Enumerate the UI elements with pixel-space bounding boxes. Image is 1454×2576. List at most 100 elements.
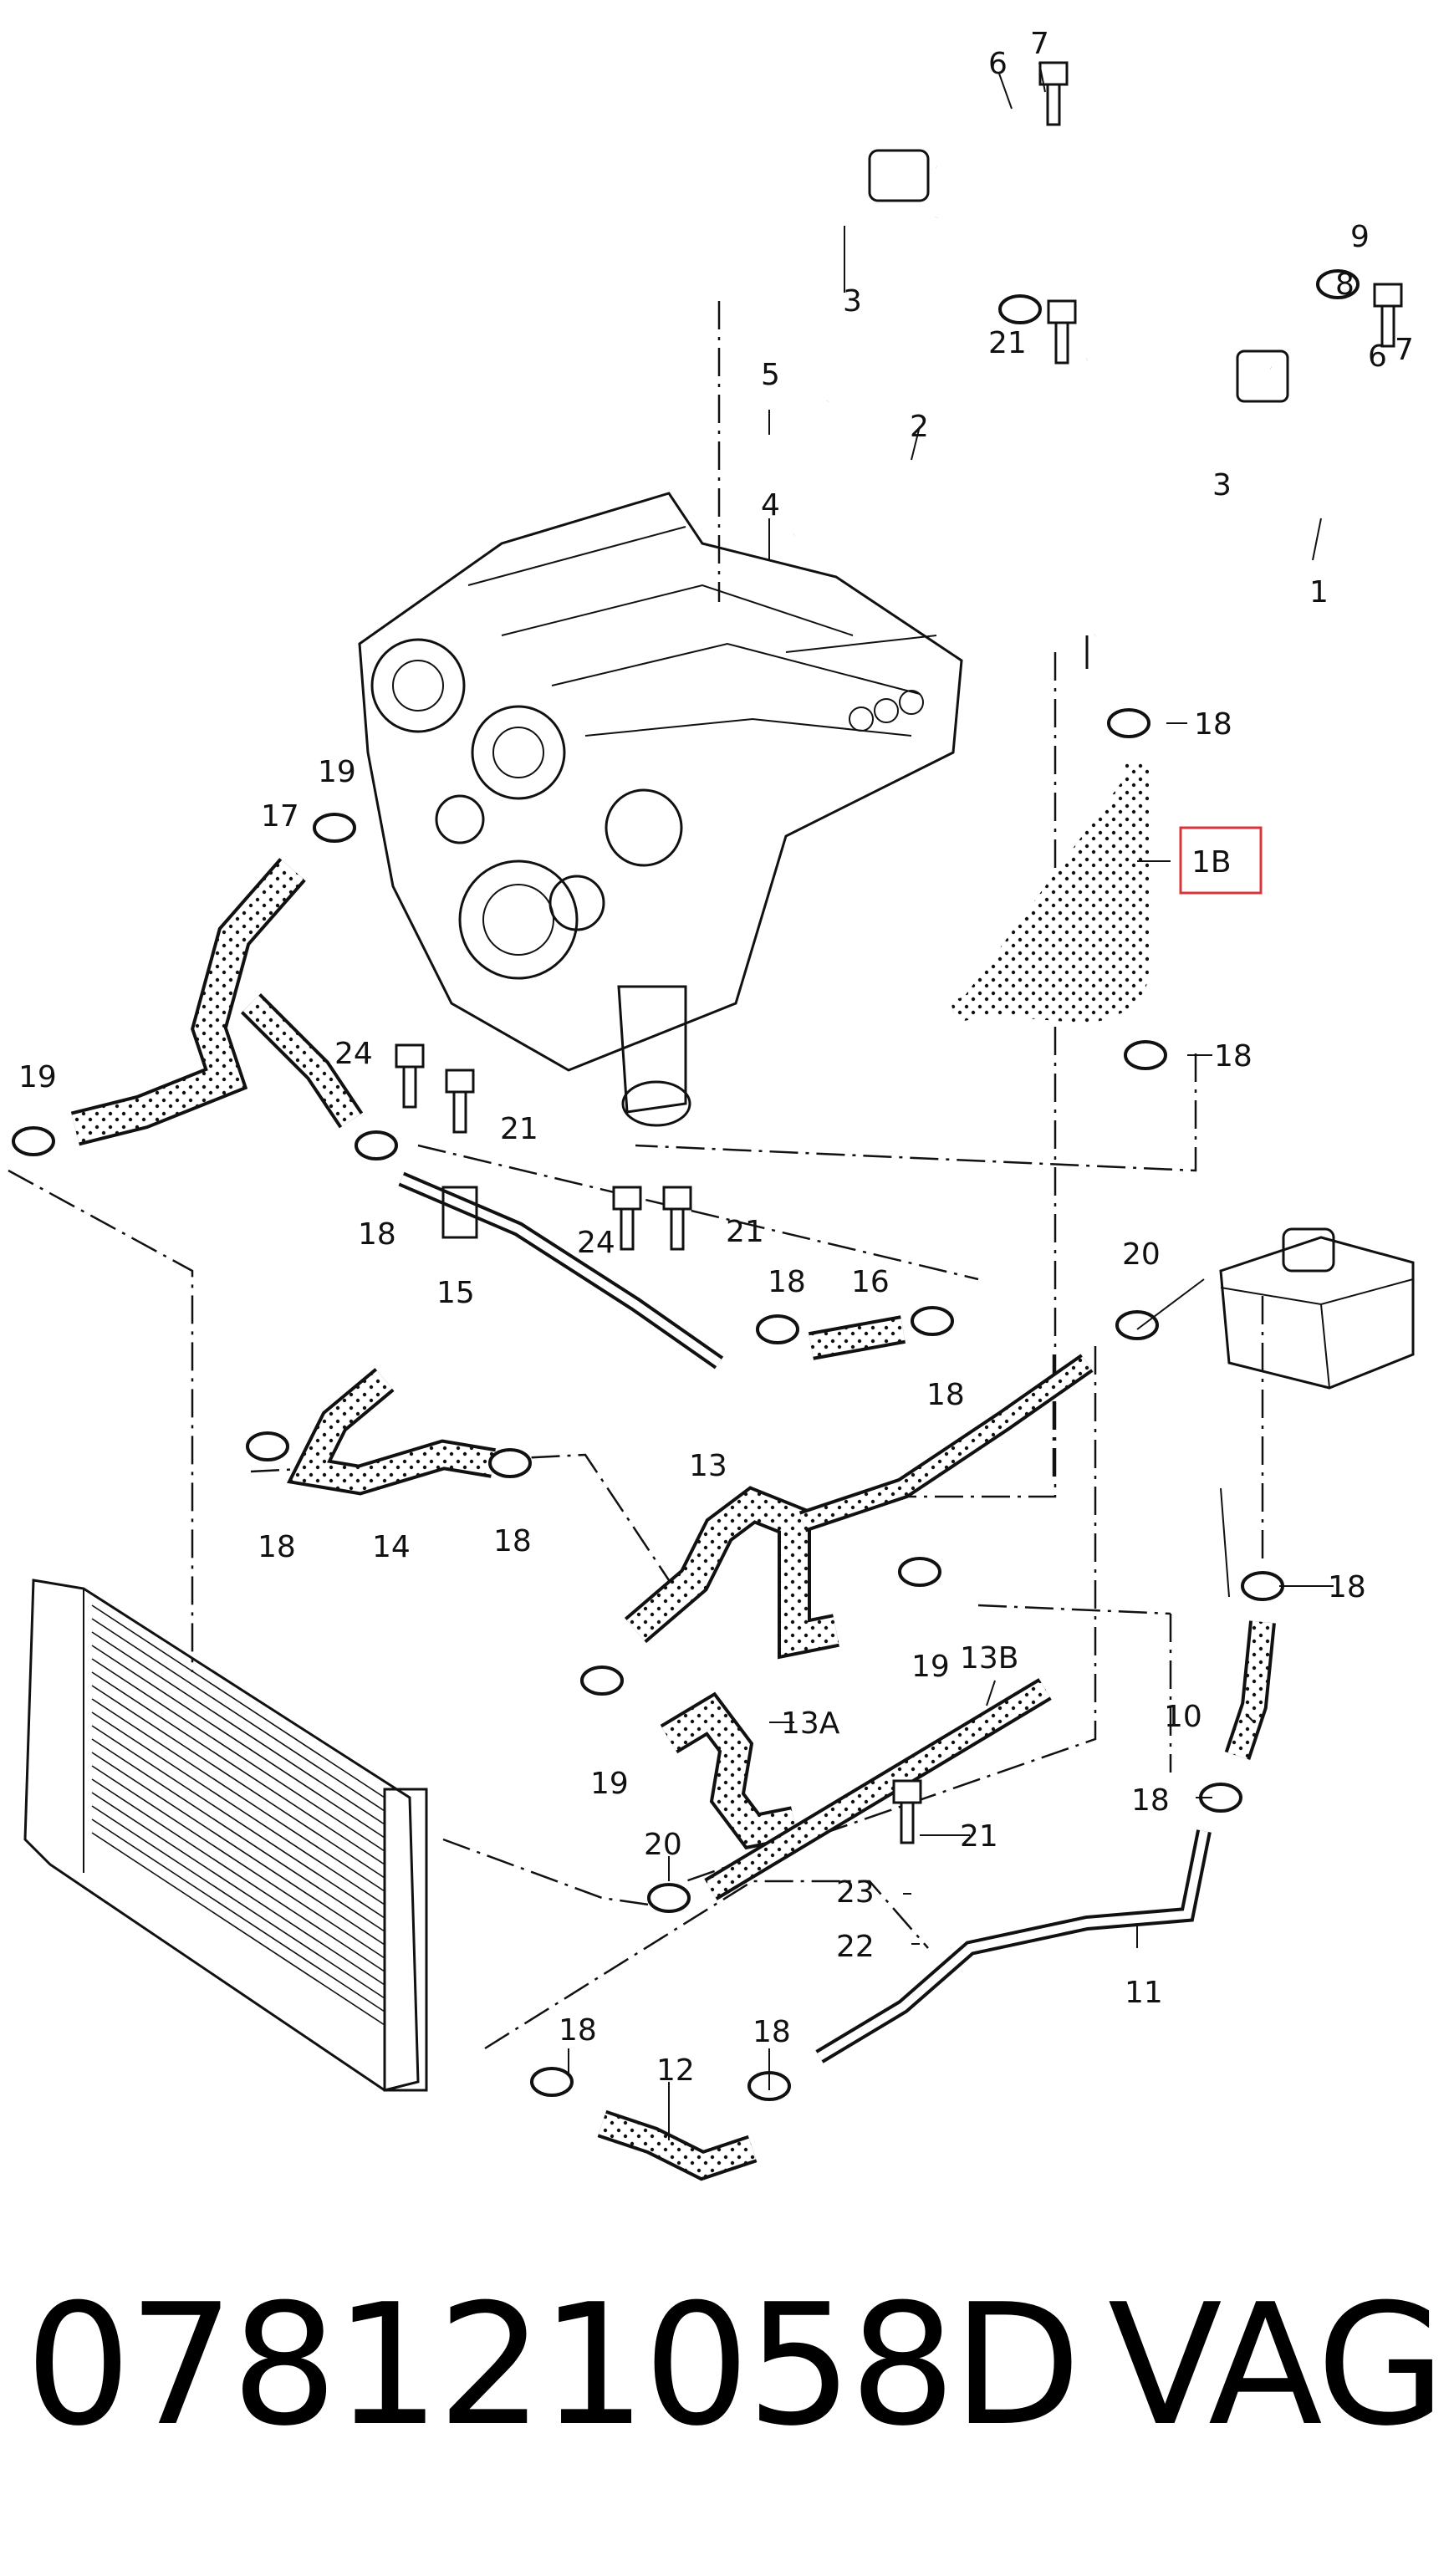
- label-2: 2: [910, 410, 929, 444]
- label-21-top: 21: [988, 326, 1027, 360]
- radiator-fin: [91, 1631, 385, 1825]
- label-13a: 13A: [781, 1706, 840, 1741]
- label-19-a: 19: [318, 755, 356, 789]
- hose-clamp-shape: [756, 1314, 799, 1344]
- label-1: 1: [1309, 575, 1329, 610]
- pipe-11: [815, 1829, 1212, 2063]
- bolt-shape: [395, 1043, 425, 1109]
- hose-17: [70, 858, 364, 1146]
- label-18-g: 18: [493, 1524, 532, 1558]
- hose-16: [808, 1315, 906, 1360]
- label-8: 8: [1335, 268, 1355, 302]
- radiator-fin: [91, 1698, 385, 1892]
- label-20-a: 20: [1122, 1237, 1161, 1272]
- hose-clamp-shape: [1241, 1571, 1284, 1601]
- label-7-right: 7: [1395, 333, 1414, 367]
- label-18-h: 18: [1328, 1570, 1366, 1604]
- hose-clamp-shape: [1107, 708, 1150, 738]
- hose-12: [597, 2109, 758, 2181]
- hose-clamp-shape: [1124, 1040, 1167, 1070]
- label-6-right: 6: [1368, 339, 1387, 374]
- hose-clamp-shape: [998, 294, 1042, 324]
- hose-clamp-shape: [898, 1557, 941, 1587]
- hose-clamp-shape: [12, 1126, 55, 1156]
- label-13: 13: [689, 1449, 727, 1483]
- label-18-e: 18: [926, 1378, 965, 1412]
- hose-clamp-shape: [580, 1665, 624, 1696]
- hose-clamp-shape: [246, 1431, 289, 1461]
- radiator-fin: [91, 1765, 385, 1959]
- label-18-a: 18: [1194, 707, 1232, 742]
- hose-13b: [704, 1678, 1052, 1900]
- label-19-c: 19: [911, 1650, 950, 1684]
- radiator: [23, 1579, 428, 2092]
- bolt-shape: [1038, 61, 1069, 126]
- label-24-a: 24: [334, 1037, 373, 1071]
- label-9: 9: [1350, 220, 1370, 254]
- hose-13a: [660, 1691, 798, 1850]
- radiator-fin: [91, 1805, 385, 1999]
- radiator-fin: [91, 1711, 385, 1905]
- label-17: 17: [261, 799, 299, 834]
- label-11: 11: [1125, 1976, 1163, 2010]
- pipe-15: [398, 1171, 724, 1370]
- label-18-f: 18: [258, 1530, 296, 1564]
- label-19-d: 19: [590, 1767, 629, 1801]
- coolant-hose-2: [791, 214, 1089, 540]
- radiator-fin: [91, 1685, 385, 1879]
- coolant-hose-exploded-diagram: 7 6 3 9 8 6 7 21 5 2 3 4 1 18 1B 19 17 2…: [8, 27, 1415, 2181]
- hose-clamp-shape: [911, 1306, 954, 1336]
- radiator-fin: [91, 1832, 385, 2026]
- hose-14: [287, 1368, 496, 1496]
- label-18-k: 18: [753, 2015, 791, 2049]
- radiator-fin: [91, 1819, 385, 2012]
- label-12: 12: [656, 2053, 695, 2088]
- label-5: 5: [761, 358, 780, 392]
- label-19-b: 19: [18, 1060, 57, 1094]
- label-18-c: 18: [358, 1217, 396, 1252]
- label-20-b: 20: [644, 1828, 682, 1862]
- radiator-fin: [91, 1725, 385, 1919]
- bolt-shape: [612, 1186, 642, 1251]
- radiator-fin: [91, 1671, 385, 1865]
- label-18-b: 18: [1214, 1039, 1252, 1074]
- label-14: 14: [372, 1530, 411, 1564]
- label-6-top: 6: [988, 47, 1008, 81]
- leader-lines: [568, 62, 1334, 2140]
- radiator-fin: [91, 1645, 385, 1839]
- label-13b: 13B: [960, 1641, 1019, 1676]
- highlight-box-1b: [1179, 826, 1263, 895]
- expansion-tank: [1219, 1227, 1415, 1390]
- hose-clamp-shape: [1316, 269, 1360, 299]
- radiator-fin: [91, 1618, 385, 1812]
- label-18-j: 18: [559, 2013, 597, 2048]
- label-18-i: 18: [1131, 1783, 1170, 1818]
- label-10: 10: [1164, 1700, 1202, 1734]
- hose-clamp-shape: [530, 2067, 574, 2097]
- part-number-text: 078121058D: [25, 2268, 1081, 2463]
- hose-clamp-shape: [647, 1883, 691, 1913]
- label-21-b: 21: [500, 1112, 538, 1146]
- radiator-fin: [91, 1792, 385, 1986]
- guide-lines: [8, 301, 1264, 2050]
- hose-clamps: [12, 269, 1360, 2101]
- hose-10: [1224, 1620, 1276, 1761]
- coolant-pipe-1: [868, 149, 1339, 669]
- bolt-shape: [662, 1186, 692, 1251]
- bolt-shape: [892, 1779, 922, 1844]
- label-1b: 1B: [1191, 845, 1232, 880]
- radiator-fin: [91, 1778, 385, 1972]
- radiator-fin: [91, 1752, 385, 1946]
- label-3-left: 3: [843, 284, 862, 319]
- radiator-fin: [91, 1738, 385, 1932]
- bolt-shape: [1047, 299, 1077, 365]
- label-18-d: 18: [768, 1265, 806, 1299]
- hose-13: [624, 1354, 1094, 1660]
- label-23: 23: [836, 1875, 875, 1910]
- label-22: 22: [836, 1930, 875, 1964]
- radiator-fin: [91, 1658, 385, 1852]
- bolt-shape: [445, 1069, 475, 1134]
- hose-clamp-shape: [355, 1130, 398, 1160]
- label-21-d: 21: [960, 1819, 998, 1854]
- hose-clamp-shape: [1115, 1310, 1159, 1340]
